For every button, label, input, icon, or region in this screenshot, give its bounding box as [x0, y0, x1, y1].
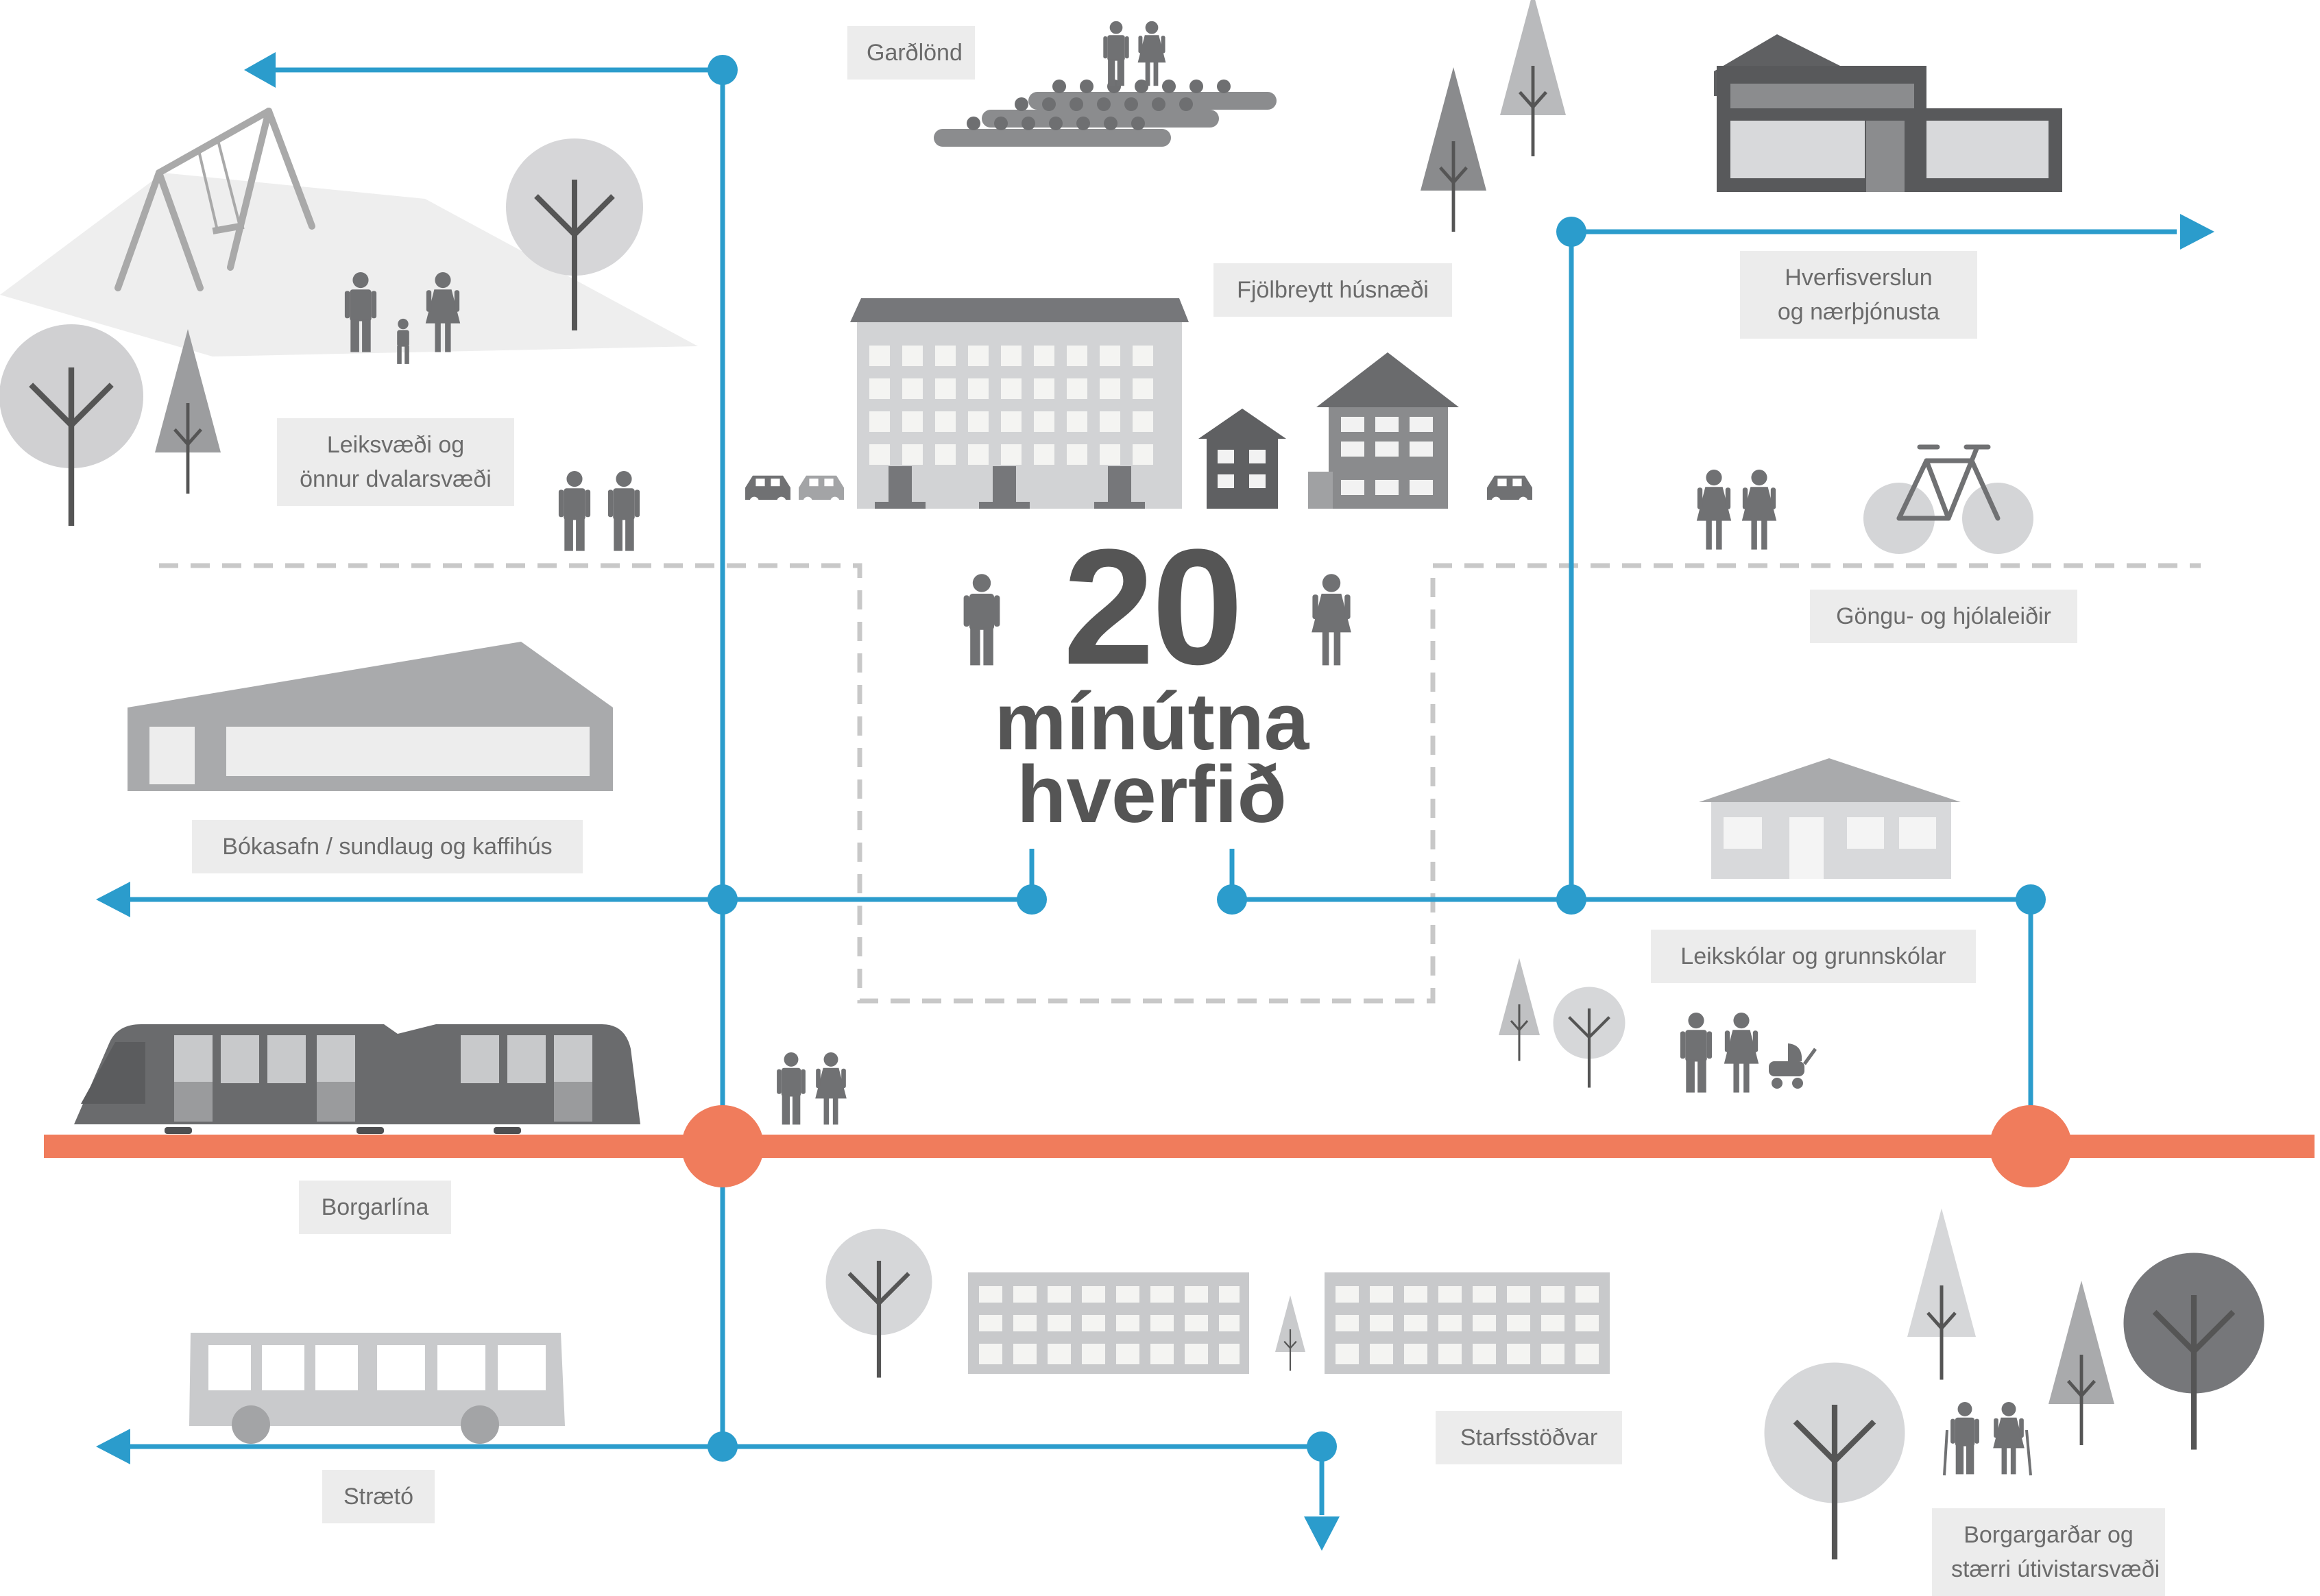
label-borgargardar: Borgargarðar og stærri útivistarsvæði [1932, 1508, 2165, 1596]
label-starfsstodvar: Starfsstöðvar [1436, 1411, 1622, 1464]
tree-icon [1554, 987, 1626, 1088]
label-fjolbreytt-husnaedi: Fjölbreytt húsnæði [1213, 263, 1452, 317]
tree-icon [1765, 1363, 1905, 1560]
family-icon [1680, 1013, 1759, 1093]
playground-swing-icon [0, 108, 698, 356]
tram-icon [74, 1024, 640, 1134]
diagram-title: 20 mínútna hverfið [946, 515, 1357, 840]
label-gardlond: Garðlönd [847, 26, 975, 80]
tree-icon [1274, 1294, 1307, 1372]
car-icon [1487, 475, 1532, 506]
library-pool-building-icon [128, 642, 613, 791]
walking-zone-dashed-outline [159, 563, 2201, 1004]
label-leikskolar: Leikskólar og grunnskólar [1651, 930, 1976, 983]
office-building-icon [968, 1272, 1249, 1374]
arrow-icon [1304, 1516, 1340, 1551]
car-icon [745, 475, 790, 506]
elderly-couple-icon [1943, 1401, 2032, 1476]
bicycle-icon [1863, 444, 2033, 554]
label-gongu-hjolaleidir: Göngu- og hjólaleiðir [1810, 590, 2077, 643]
title-line2: hverfið [1017, 749, 1287, 840]
apartment-building-icon [1308, 352, 1459, 509]
title-number: 20 [1063, 515, 1244, 699]
couple-icon [558, 471, 640, 551]
couple-icon [777, 1052, 847, 1125]
tree-icon [1907, 1209, 1976, 1380]
label-leiksvaedi: Leiksvæði og önnur dvalarsvæði [277, 418, 514, 506]
route-nodes [708, 55, 2046, 1462]
tree-icon [0, 324, 143, 526]
arrow-icon [96, 1429, 130, 1464]
school-building-icon [1699, 758, 1961, 879]
label-borgarlina: Borgarlína [299, 1181, 451, 1234]
house-icon [1198, 409, 1286, 509]
tree-icon [826, 1229, 932, 1378]
label-straeto: Strætó [322, 1470, 435, 1523]
car-icon [799, 475, 844, 506]
tree-icon [1500, 0, 1566, 156]
title-line1: mínútna [994, 677, 1309, 767]
couple-icon [1696, 470, 1777, 550]
arrow-icon [244, 52, 276, 88]
stroller-icon [1769, 1043, 1817, 1089]
tree-icon [1497, 957, 1541, 1062]
arrow-icon [96, 882, 130, 917]
borgarlina-stop-west[interactable] [681, 1105, 764, 1187]
label-hverfisverslun: Hverfisverslun og nærþjónusta [1740, 251, 1977, 339]
bus-icon [189, 1333, 565, 1444]
shop-building-icon [1714, 34, 2062, 192]
tree-icon [2049, 1281, 2114, 1445]
arrow-icon [2180, 214, 2214, 250]
route-arrows [96, 52, 2214, 1551]
garden-plots-icon [934, 21, 1277, 147]
office-building-icon [1325, 1272, 1610, 1374]
label-bokasafn: Bókasafn / sundlaug og kaffihús [192, 820, 583, 873]
tree-icon [1421, 67, 1486, 232]
apartment-building-icon [850, 298, 1189, 509]
borgarlina-stop-east[interactable] [1990, 1105, 2072, 1187]
tree-icon [2124, 1253, 2264, 1450]
